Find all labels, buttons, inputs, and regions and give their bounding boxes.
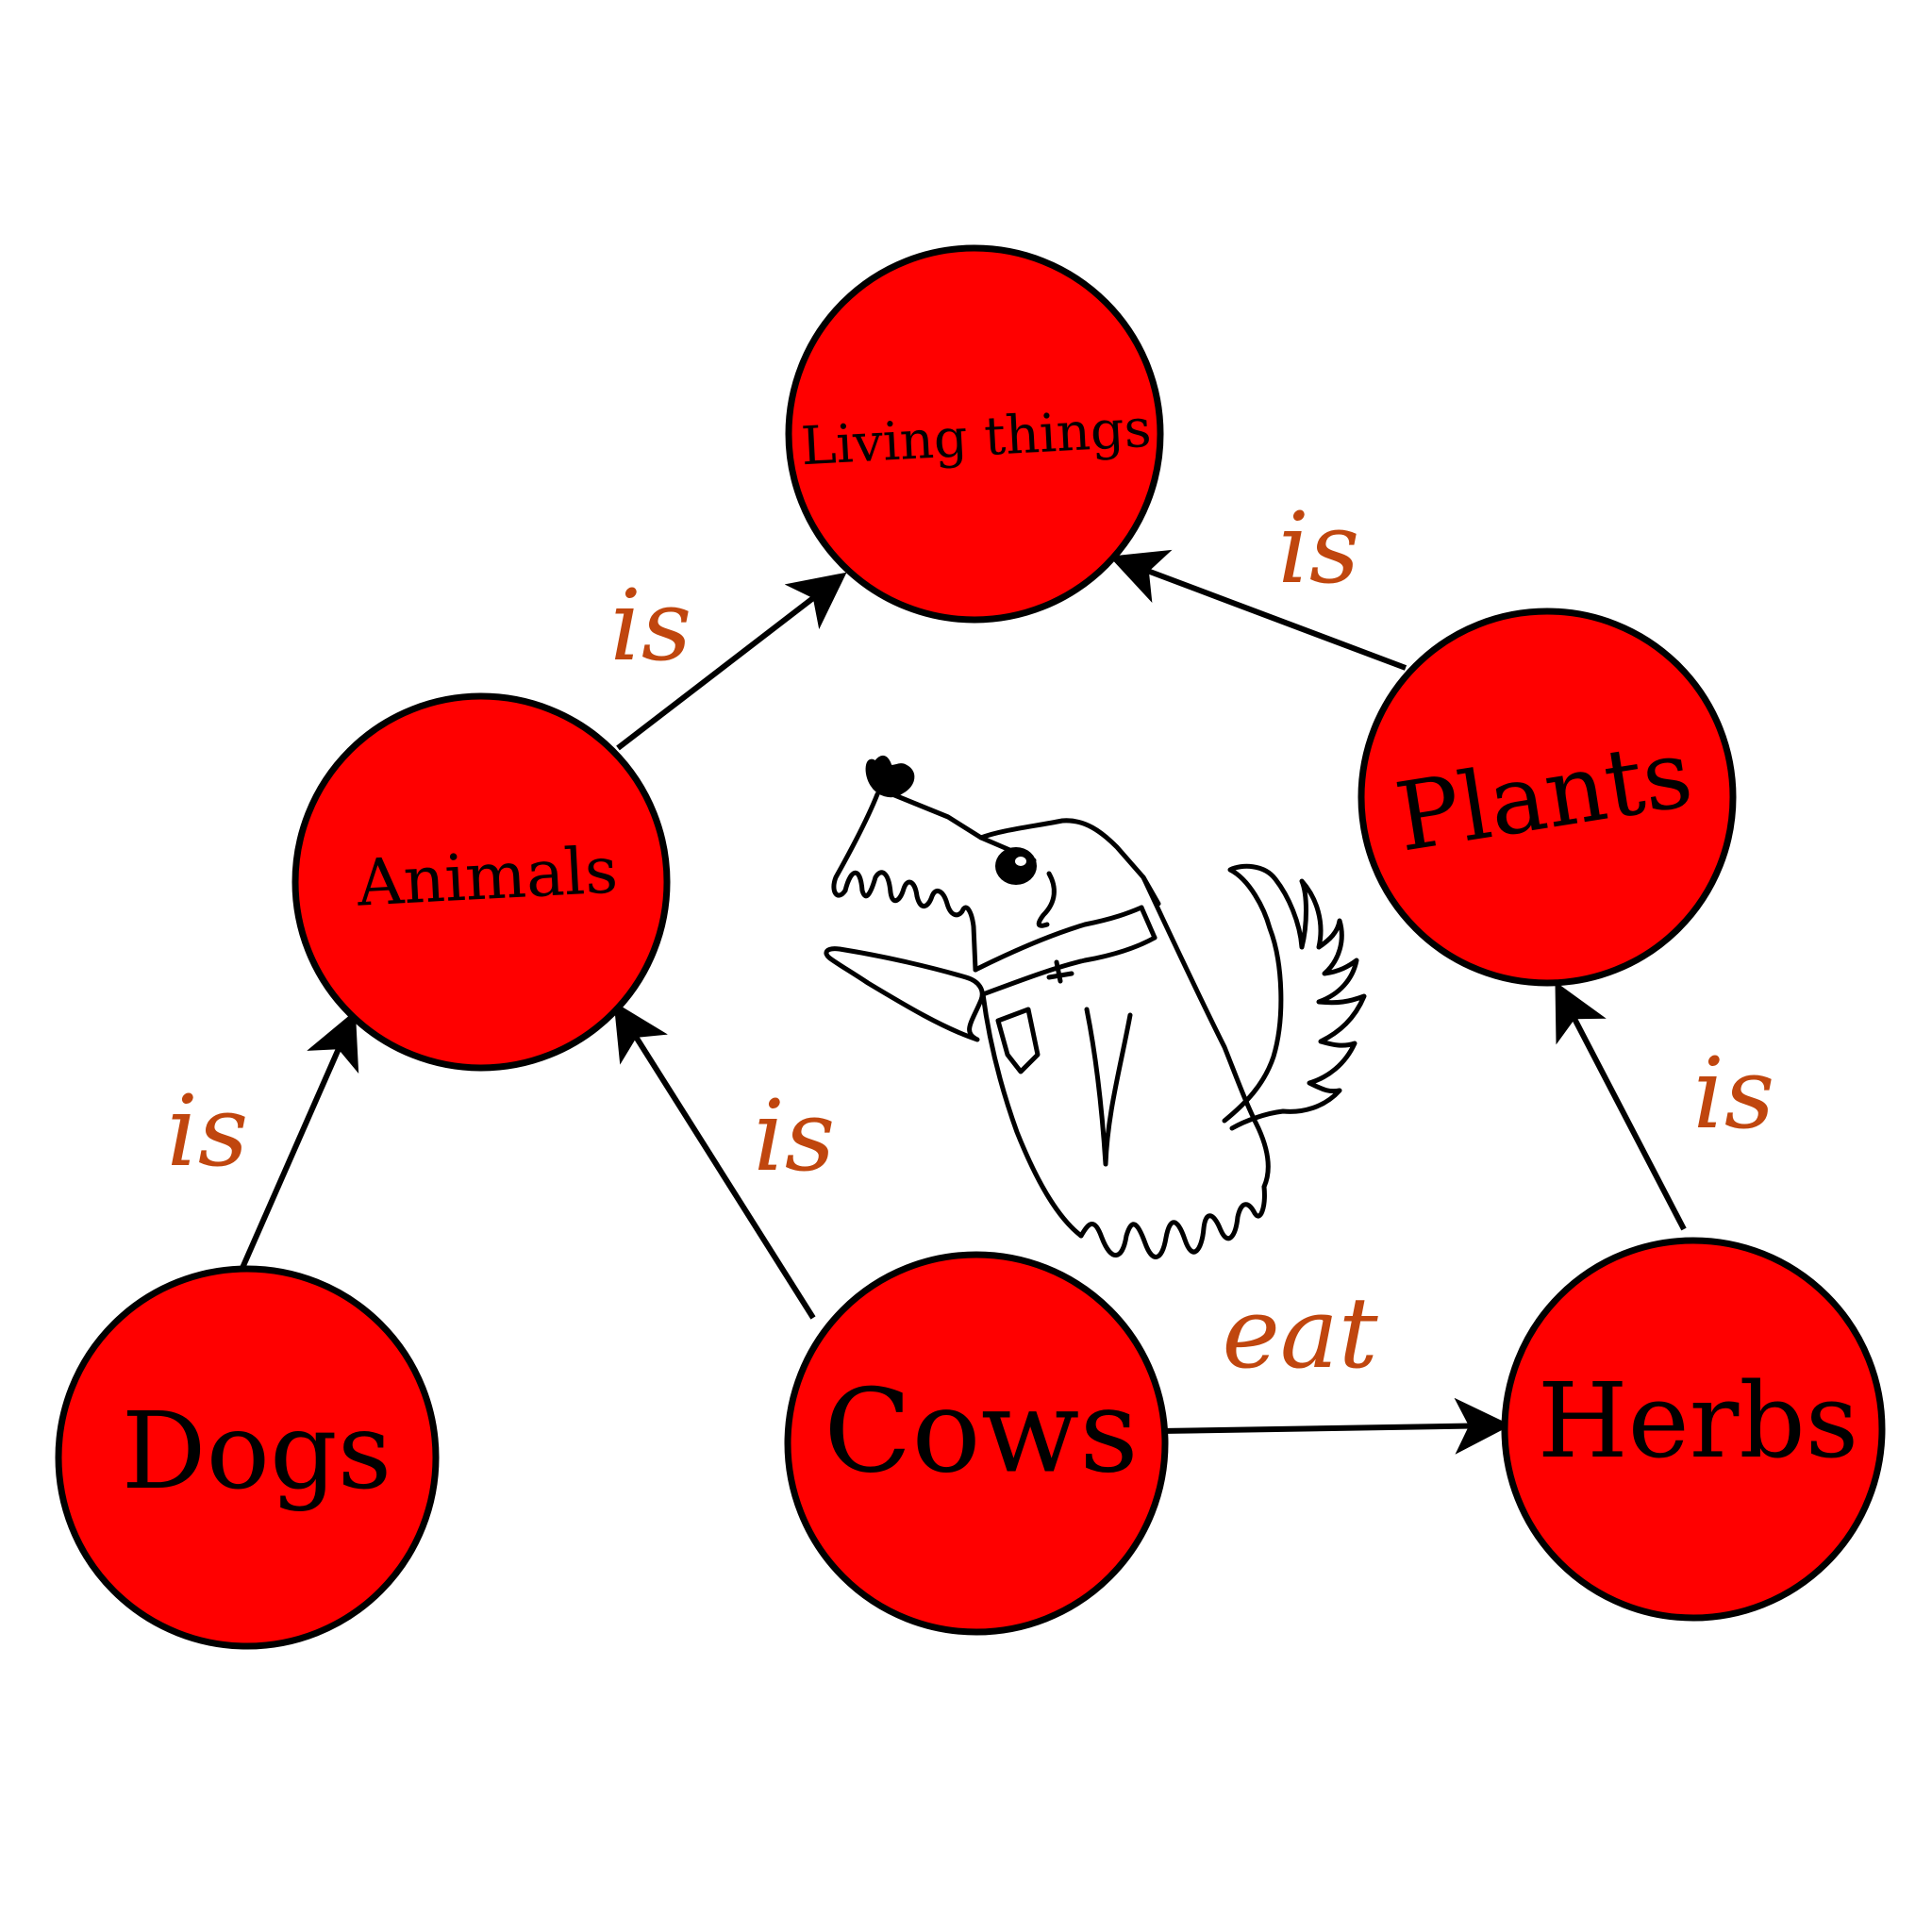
dog-eye — [995, 847, 1037, 885]
node-living-things: Living things — [785, 244, 1164, 624]
node-dogs: Dogs — [55, 1265, 440, 1650]
dog-tag — [995, 1007, 1041, 1074]
dog-muzzle-left — [831, 791, 880, 898]
edge-dogs-to-animals — [240, 1010, 359, 1270]
edge-label-animals-living-things: is — [610, 568, 692, 683]
edge-label-herbs-plants: is — [1693, 1036, 1775, 1151]
node-plants: Plants — [1357, 608, 1737, 987]
dog-tongue — [824, 946, 985, 1042]
dog-inner-fur — [1084, 1007, 1133, 1167]
dog-collar-buckle — [1046, 959, 1074, 984]
node-herbs: Herbs — [1501, 1237, 1886, 1622]
edge-label-cows-herbs: eat — [1222, 1275, 1378, 1391]
edge-label-dogs-animals: is — [167, 1074, 249, 1189]
dog-bottom-fringe — [1078, 1184, 1267, 1259]
dog-tail — [1222, 863, 1367, 1131]
edge-herbs-to-plants — [1555, 981, 1687, 1231]
dog-collar-end — [1139, 905, 1158, 941]
node-animals: Animals — [291, 692, 671, 1072]
node-animals-circle — [291, 692, 671, 1072]
node-living-things-circle — [785, 244, 1164, 624]
dog-cheek — [1036, 871, 1057, 928]
node-dogs-circle — [55, 1265, 440, 1650]
dog-body-right — [1141, 874, 1271, 1190]
node-animals-label: Animals — [355, 833, 620, 921]
node-cows-circle — [784, 1251, 1169, 1636]
dog-sketch-icon — [824, 756, 1367, 1259]
edge-cows-to-animals — [613, 1001, 816, 1320]
dog-nose — [865, 756, 915, 798]
node-dogs-label: Dogs — [122, 1391, 391, 1513]
edge-animals-to-living-things — [616, 572, 847, 751]
dog-collar-top — [973, 905, 1144, 973]
edge-label-plants-living-things: is — [1278, 491, 1360, 606]
dog-head-top — [978, 818, 1161, 907]
node-herbs-circle — [1501, 1237, 1886, 1622]
node-cows-label: Cows — [824, 1365, 1139, 1499]
edge-cows-to-herbs — [1159, 1397, 1511, 1455]
node-plants-circle — [1357, 608, 1737, 987]
dog-body-left — [980, 991, 1084, 1239]
dog-beard-fringe — [842, 870, 978, 973]
node-herbs-label: Herbs — [1538, 1360, 1858, 1481]
edge-plants-to-living-things — [1108, 549, 1407, 671]
edge-label-cows-animals: is — [754, 1078, 836, 1193]
node-cows: Cows — [784, 1251, 1169, 1636]
dog-collar-bottom — [980, 935, 1158, 997]
